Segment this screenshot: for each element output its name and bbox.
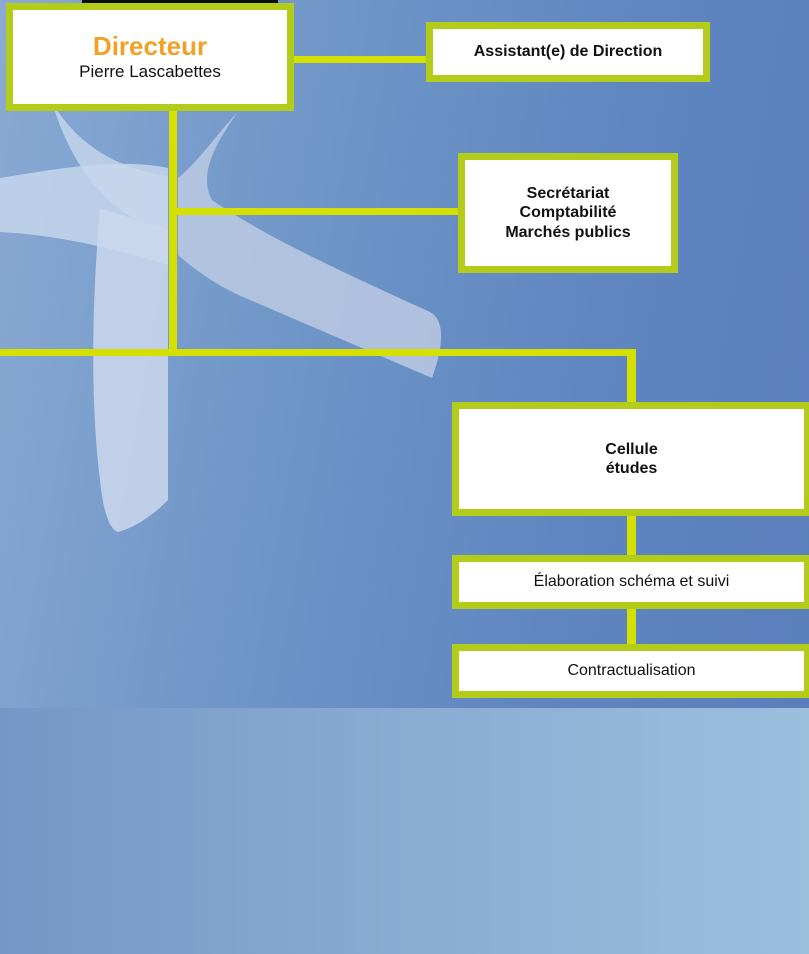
connector-admin-branch (173, 208, 465, 215)
admin-services-box[interactable]: Secrétariat Comptabilité Marchés publics (458, 153, 678, 273)
admin-line-marches-publics: Marchés publics (505, 223, 631, 241)
director-box[interactable]: Directeur Pierre Lascabettes (6, 3, 294, 111)
cellule-etudes-box[interactable]: Cellule études (452, 402, 809, 516)
contractualisation-label: Contractualisation (567, 662, 696, 680)
director-title: Directeur (92, 30, 208, 61)
admin-line-comptabilite: Comptabilité (519, 204, 617, 222)
director-name: Pierre Lascabettes (79, 62, 221, 82)
connector-elaboration-contractualisation (627, 606, 636, 654)
elaboration-box[interactable]: Élaboration schéma et suivi (452, 555, 809, 609)
cellule-line-1: Cellule (605, 440, 658, 458)
connector-director-trunk (169, 110, 177, 356)
assistant-label: Assistant(e) de Direction (473, 43, 663, 61)
admin-line-secretariat: Secrétariat (526, 185, 610, 203)
connector-director-assistant (286, 56, 434, 63)
elaboration-label: Élaboration schéma et suivi (533, 573, 730, 591)
assistant-box[interactable]: Assistant(e) de Direction (426, 22, 710, 82)
contractualisation-box[interactable]: Contractualisation (452, 644, 809, 698)
cellule-line-2: études (605, 460, 658, 477)
connector-cellule-elaboration (627, 512, 636, 558)
decorative-figure-shape (0, 102, 442, 532)
connector-bus-cellule (627, 349, 636, 407)
image-strip (82, 0, 278, 4)
background-lower-panel (0, 708, 809, 954)
connector-horizontal-bus (0, 349, 636, 356)
